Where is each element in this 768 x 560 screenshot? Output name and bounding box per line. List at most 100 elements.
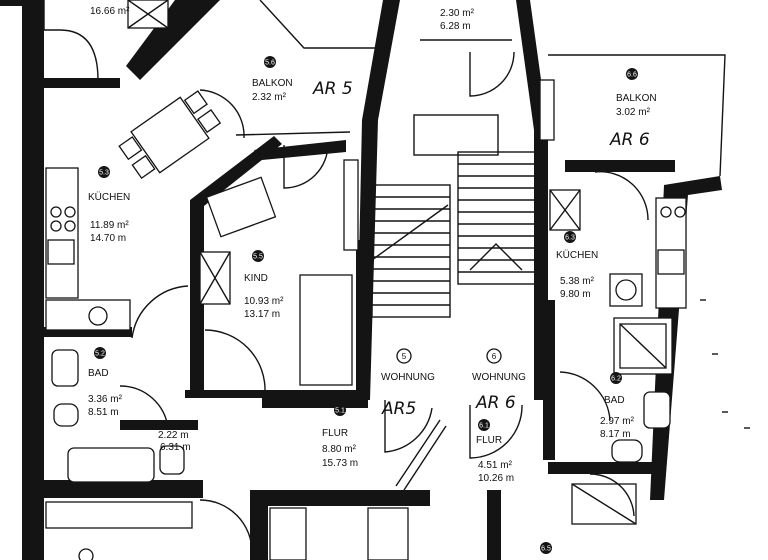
room-name: BAD	[604, 395, 625, 406]
outer-wall-left	[22, 0, 44, 560]
stair-rail	[395, 419, 441, 487]
top-left-outline	[43, 0, 60, 31]
wall-bottom-center-post	[250, 490, 268, 560]
door-wohnung-ar6	[469, 404, 523, 459]
room-perimeter-value: 8.17 m	[600, 429, 631, 440]
apartment-name: WOHNUNG	[381, 372, 435, 383]
stair-rail	[403, 425, 447, 491]
room-name: KIND	[244, 273, 268, 284]
svg-text:6.6: 6.6	[627, 72, 637, 79]
stair-arrow-left	[371, 204, 449, 261]
room-number-badge	[626, 68, 638, 80]
stove-burner-icon	[50, 220, 62, 232]
counter-bottom	[45, 299, 131, 331]
labels: 16.66 m² 2.30 m² 6.28 m 5.6 BALKON 2.32 …	[78, 6, 657, 560]
room-number-badge	[334, 404, 346, 416]
bottom-cabinet	[269, 507, 307, 560]
washing-machine-icon	[88, 306, 108, 326]
door-arc-top-left	[59, 29, 99, 81]
room-name: BALKON	[252, 78, 293, 89]
room-name: BAD	[88, 368, 109, 379]
room-name: FLUR	[476, 435, 502, 446]
apartment-number-badge	[396, 348, 412, 364]
svg-text:5.5: 5.5	[253, 254, 263, 261]
door-top-center	[469, 51, 515, 97]
door-bottom-right	[589, 473, 635, 517]
stair-flight-left	[371, 184, 451, 318]
room-number-badge	[610, 372, 622, 384]
wall-fragment	[0, 0, 22, 6]
scan-marks	[700, 299, 750, 429]
wall-bottom-left	[43, 480, 203, 498]
room-area-value: 8.80 m²	[322, 444, 357, 455]
toilet-icon	[611, 439, 643, 463]
wall-wc-top	[120, 420, 198, 430]
apartment-number-badge	[486, 348, 502, 364]
svg-text:6.3: 6.3	[565, 235, 575, 242]
wall-bottom-center	[250, 490, 430, 506]
wall-ar6-mid	[543, 300, 555, 460]
stove-burner-icon	[50, 206, 62, 218]
window-icon	[343, 159, 359, 251]
wall-bad6-bottom	[548, 462, 658, 474]
room-area-value: 2.30 m²	[440, 8, 475, 19]
bottom-cabinet	[367, 507, 409, 560]
room-perimeter-value: 14.70 m	[90, 233, 126, 244]
room-area-value: 2.22 m	[158, 430, 189, 441]
room-number-badge	[264, 56, 276, 68]
staircase	[371, 114, 537, 318]
room-area-value: 11.89 m²	[90, 220, 129, 231]
stove-burner-icon	[674, 206, 686, 218]
desk-icon	[205, 176, 277, 238]
room-number-badge	[540, 542, 552, 554]
room-number-badge	[564, 231, 576, 243]
door-bad5	[131, 285, 189, 339]
room-name: KÜCHEN	[556, 249, 598, 261]
room-perimeter-value: 6.28 m	[440, 21, 471, 32]
kitchen-counter-ar5	[45, 167, 79, 299]
balkon-ar5-bottom	[235, 131, 351, 136]
room-number-badge	[94, 347, 106, 359]
sink-icon	[51, 349, 79, 387]
room-area-value: 10.93 m²	[244, 296, 284, 307]
toilet-icon	[53, 403, 79, 427]
room-area-value: 3.36 m²	[88, 394, 123, 405]
door-wohnung-ar5	[384, 400, 433, 453]
door-bad5-flur	[119, 385, 169, 429]
svg-text:5.3: 5.3	[99, 170, 109, 177]
apartment-tag: AR 5	[312, 79, 353, 99]
dining-table-icon	[118, 90, 222, 180]
door-bad6	[559, 371, 611, 421]
sink-icon	[47, 239, 75, 265]
wall-flur-top	[262, 398, 368, 408]
room-number-badge	[98, 166, 110, 178]
stair-treads	[372, 163, 536, 306]
svg-text:5.6: 5.6	[265, 60, 275, 67]
stair-arrow-right	[469, 243, 523, 271]
apartment-tag: AR5	[381, 399, 416, 419]
room-perimeter-value: 13.17 m	[244, 309, 280, 320]
apartment-name: WOHNUNG	[472, 372, 526, 383]
door-kind-flur	[204, 329, 266, 393]
wall-bad5-top	[44, 327, 132, 337]
window-icon	[539, 79, 555, 141]
door-balkon-ar5	[199, 89, 245, 139]
room-area-value: 4.51 m²	[478, 460, 513, 471]
room-number-badge-partial	[78, 548, 94, 560]
outlines	[43, 0, 726, 177]
wall-kind-left	[190, 136, 282, 392]
wall-kuche6-top	[565, 160, 675, 172]
sink-icon	[657, 249, 685, 275]
toilet-icon	[159, 445, 185, 475]
svg-text:5.1: 5.1	[335, 408, 345, 415]
door-bottom-left	[199, 499, 253, 553]
bathtub-icon	[67, 447, 155, 483]
stair-landing-top	[413, 114, 499, 156]
svg-text:5.2: 5.2	[95, 351, 105, 358]
wall-kind-top	[254, 140, 346, 160]
room-area-value: 2.97 m²	[600, 416, 635, 427]
room-name: BALKON	[616, 93, 657, 104]
fixtures	[45, 0, 687, 560]
room-name: FLUR	[322, 428, 348, 439]
